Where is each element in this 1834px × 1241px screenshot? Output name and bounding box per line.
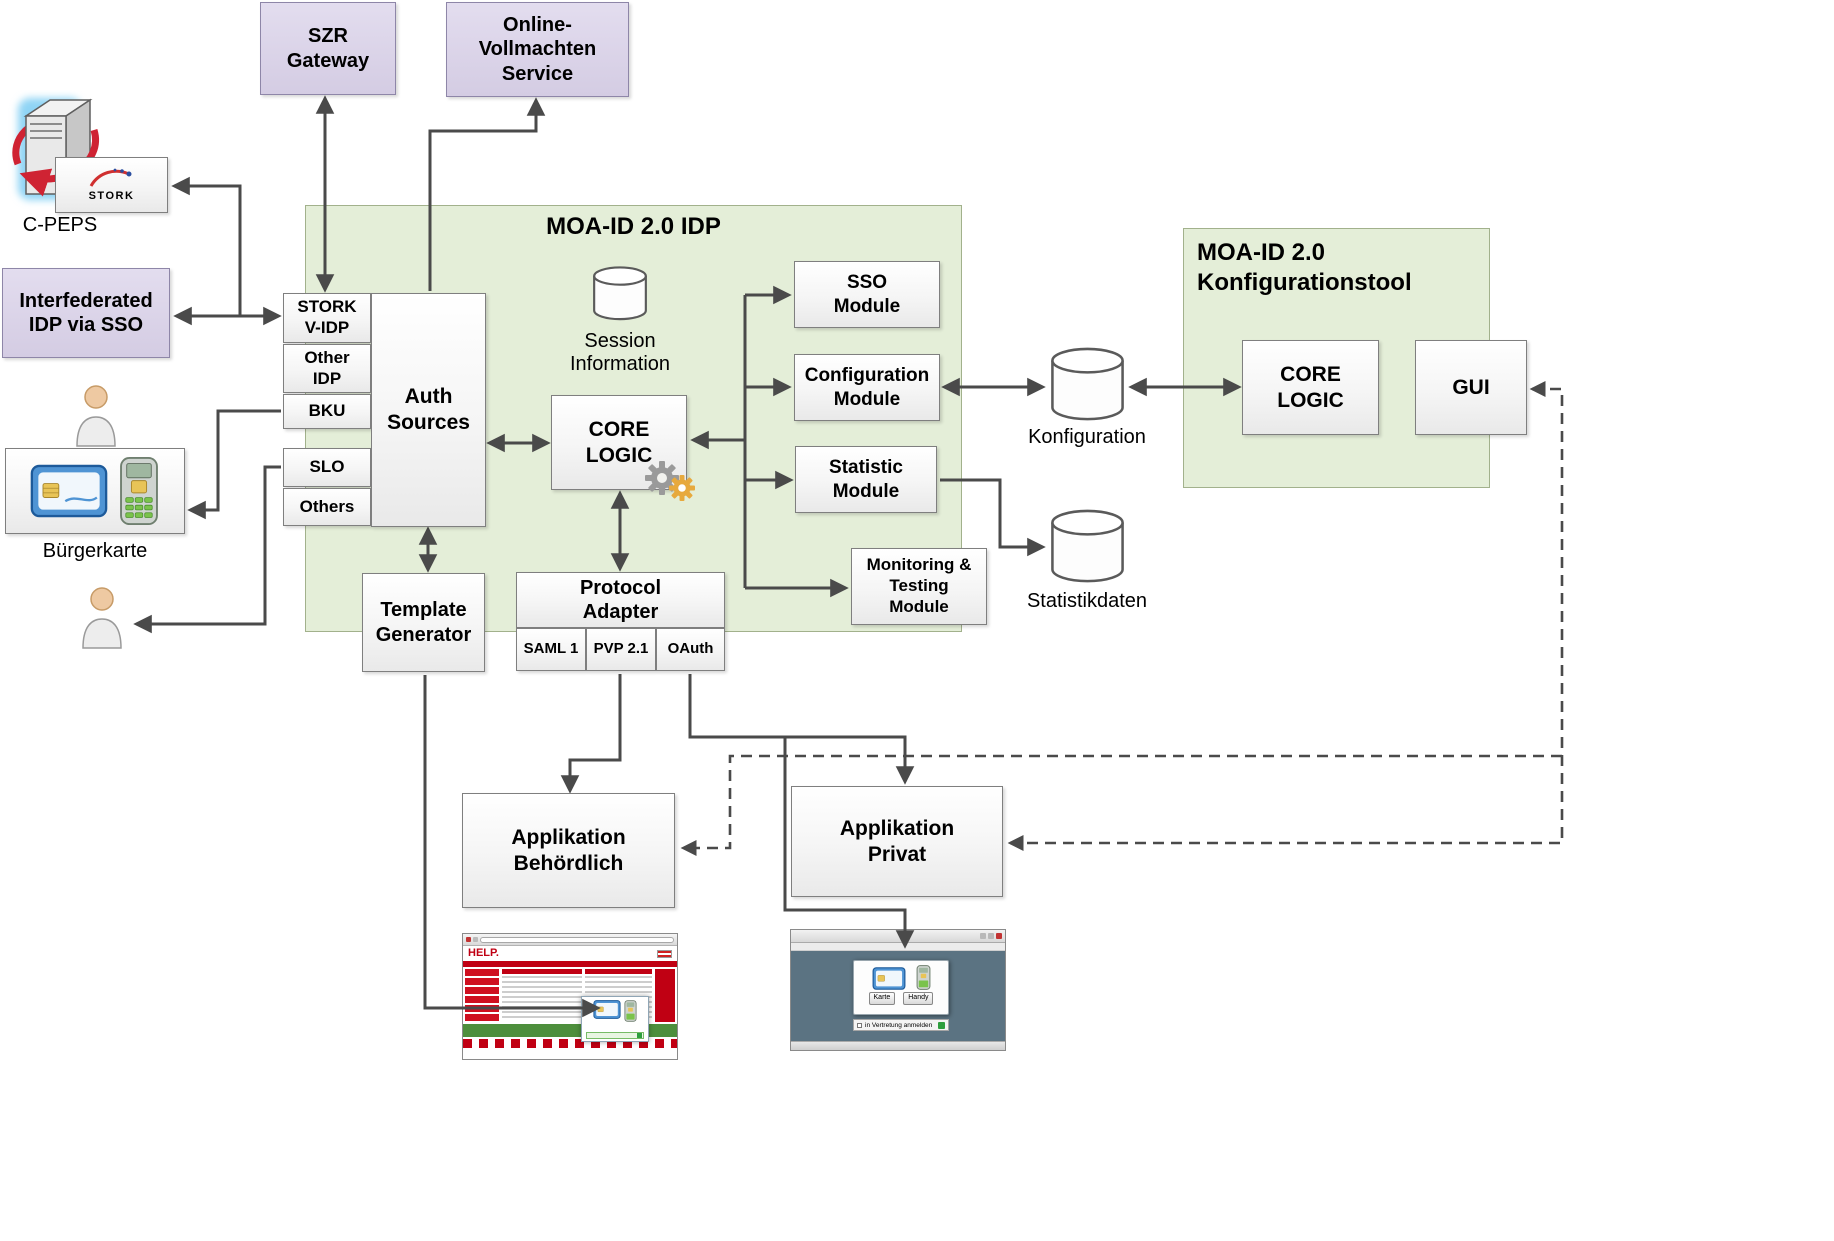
help-bottom-row [463,1039,677,1048]
buergerkarte-label: Bürgerkarte [42,540,148,562]
karte-button: Karte [868,992,896,1005]
statistikdaten-label: Statistikdaten [1026,590,1148,612]
konfiguration-label: Konfiguration [1028,426,1146,448]
help-content-column [502,969,583,1022]
mini-card-icon [593,1000,621,1019]
mini-go-button [637,1033,642,1038]
austria-flag-icon [657,949,672,958]
auth-sources-node: Auth Sources [371,293,486,527]
browser-statusbar [791,1041,1005,1050]
mini-phone-icon [916,965,930,990]
checkbox-icon [857,1022,862,1028]
login-screenshot: Karte Handy in Vertretung anmelden [790,929,1006,1051]
handy-button: Handy [903,992,934,1005]
vertretung-label: in Vertretung anmelden [865,1021,933,1029]
saml1-node: SAML 1 [516,628,586,671]
connector-protocol-appbehoerdlich [560,674,622,794]
mini-card-icon [872,967,905,990]
bku-selection-widget [581,996,649,1042]
help-screenshot: HELP. [462,933,678,1060]
configuration-module-node: Configuration Module [794,354,940,421]
help-page: HELP. [463,946,677,1059]
konfigtool-title: MOA-ID 2.0 Konfigurationstool [1197,239,1412,296]
interfederated-idp-node: Interfederated IDP via SSO [2,268,170,358]
stork-badge: STORK [55,157,168,213]
statistikdaten-db-icon [1048,509,1127,590]
help-logo: HELP. [468,947,499,959]
oauth-node: OAuth [656,628,725,671]
idp-title: MOA-ID 2.0 IDP [546,213,721,240]
protocol-adapter-node: Protocol Adapter [516,572,725,628]
monitoring-module-node: Monitoring & Testing Module [851,548,987,625]
pvp21-node: PVP 2.1 [586,628,656,671]
konfiguration-db-icon [1048,347,1127,428]
browser-chrome [791,930,1005,943]
mini-checkbox-bar [586,1032,644,1039]
template-generator-node: Template Generator [362,573,485,672]
online-vollmachten-node: Online- Vollmachten Service [446,2,629,97]
core-logic-label: CORE LOGIC [585,417,653,467]
bku-node: BKU [283,394,371,429]
others-node: Others [283,488,371,526]
statistic-module-node: Statistic Module [795,446,937,513]
buergerkarte-box [5,448,185,534]
sso-module-node: SSO Module [794,261,940,328]
kt-core-logic-node: CORE LOGIC [1242,340,1379,435]
connector-bku-buergerkarte [187,409,281,520]
connector-protocol-appprivat [688,674,915,785]
user-icon [78,586,126,655]
browser-menubar [791,943,1005,951]
citizen-card-icon [30,464,108,518]
stork-bird-icon [89,168,131,187]
bku-selection-dialog: Karte Handy [853,960,949,1015]
core-logic-node: CORE LOGIC [551,395,695,501]
gui-node: GUI [1415,340,1527,435]
c-peps-label: C-PEPS [22,214,98,236]
mini-phone-icon [624,1000,637,1022]
session-info-label: Session Information [569,330,671,375]
szr-gateway-node: SZR Gateway [260,2,396,95]
go-icon [938,1021,945,1029]
help-right-banner [655,969,675,1022]
browser-chrome [463,934,677,946]
help-left-menu [465,969,499,1022]
other-idp-node: Other IDP [283,344,371,393]
connector-storkvidp-cpeps [171,176,242,316]
app-behoerdlich-node: Applikation Behördlich [462,793,675,908]
slo-node: SLO [283,448,371,487]
citizen-icon [72,384,120,453]
gears-icon [645,461,695,501]
login-page-body: Karte Handy in Vertretung anmelden [791,951,1005,1041]
stork-vidp-node: STORK V-IDP [283,293,371,343]
session-db-icon [591,266,649,327]
vertretung-checkbox-row: in Vertretung anmelden [853,1019,949,1031]
app-privat-node: Applikation Privat [791,786,1003,897]
mobile-phone-icon [120,456,158,526]
stork-label: STORK [88,189,135,202]
